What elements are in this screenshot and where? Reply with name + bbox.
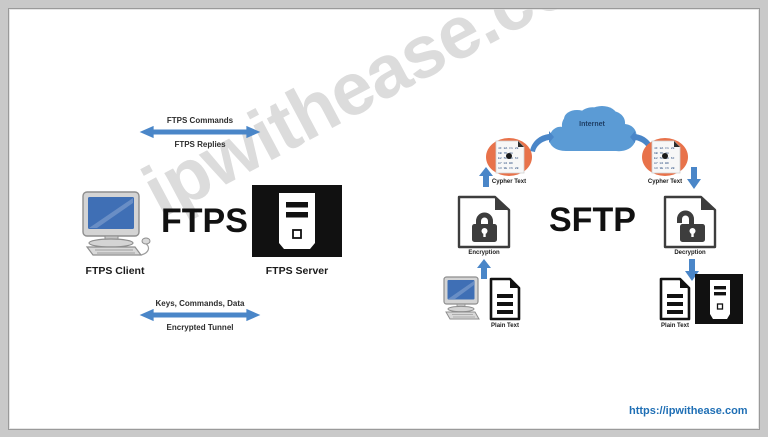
decryption-label: Decryption [674,250,706,256]
sftp-client-computer-icon [441,276,483,320]
svg-text:13 9E C6 2B: 13 9E C6 2B [498,166,519,170]
cypher-text-right-label: Cypher Text [647,179,683,185]
arrow-cypher-to-cloud-icon [528,131,554,153]
ftps-commands-label: FTPS Commands [166,116,234,125]
internet-label: Internet [579,121,605,128]
arrow-encryption-to-cypher-icon [479,167,493,187]
svg-text:A7 04 BD: A7 04 BD [654,161,669,165]
ftps-title: FTPS [161,202,248,240]
svg-text:9B 7D 3A: 9B 7D 3A [498,151,513,155]
cypher-text-right-icon: 4F 8A C1 2E 9B 7D 3A E2 5C 18 6F A7 04 B… [641,137,689,177]
encryption-label: Encryption [468,250,500,256]
keys-commands-data-label: Keys, Commands, Data [155,299,245,308]
ftps-replies-label: FTPS Replies [174,140,226,149]
ftps-top-arrow-group: FTPS Commands FTPS Replies [131,116,269,149]
svg-text:13 9E C6 2B: 13 9E C6 2B [654,166,675,170]
encrypted-tunnel-label: Encrypted Tunnel [166,323,234,332]
sftp-server-icon [695,274,743,324]
plain-text-left-label: Plain Text [491,323,519,329]
plain-text-right-label: Plain Text [661,323,689,329]
plain-text-right-icon [659,277,691,321]
decryption-unlock-icon [663,195,717,249]
svg-text:9B 7D 3A: 9B 7D 3A [654,151,669,155]
diagram-canvas: ipwithease.com FTPS Commands FTPS Replie… [8,8,760,430]
ftps-top-bidirectional-arrow-icon [139,125,261,139]
ftps-bottom-arrow-group: Keys, Commands, Data Encrypted Tunnel [131,299,269,332]
cypher-text-left-icon: 4F 8A C1 2E 9B 7D 3A E2 5C 18 6F A7 04 B… [485,137,533,177]
arrow-cypher-to-decryption-icon [687,167,701,189]
svg-text:4F 8A C1 2E: 4F 8A C1 2E [498,146,519,150]
ftps-client-computer-icon [77,191,153,257]
svg-text:4F 8A C1 2E: 4F 8A C1 2E [654,146,675,150]
ftps-server-label: FTPS Server [265,265,329,277]
encryption-lock-icon [457,195,511,249]
svg-text:A7 04 BD: A7 04 BD [498,161,513,165]
ftps-bottom-bidirectional-arrow-icon [139,308,261,322]
internet-cloud-icon [544,105,640,157]
ftps-server-icon [252,185,342,257]
sftp-title: SFTP [549,201,636,239]
ftps-client-label: FTPS Client [85,265,145,277]
arrow-plaintext-to-encryption-icon [477,259,491,279]
cypher-text-left-label: Cypher Text [491,179,527,185]
site-url[interactable]: https://ipwithease.com [629,405,748,417]
plain-text-left-icon [489,277,521,321]
